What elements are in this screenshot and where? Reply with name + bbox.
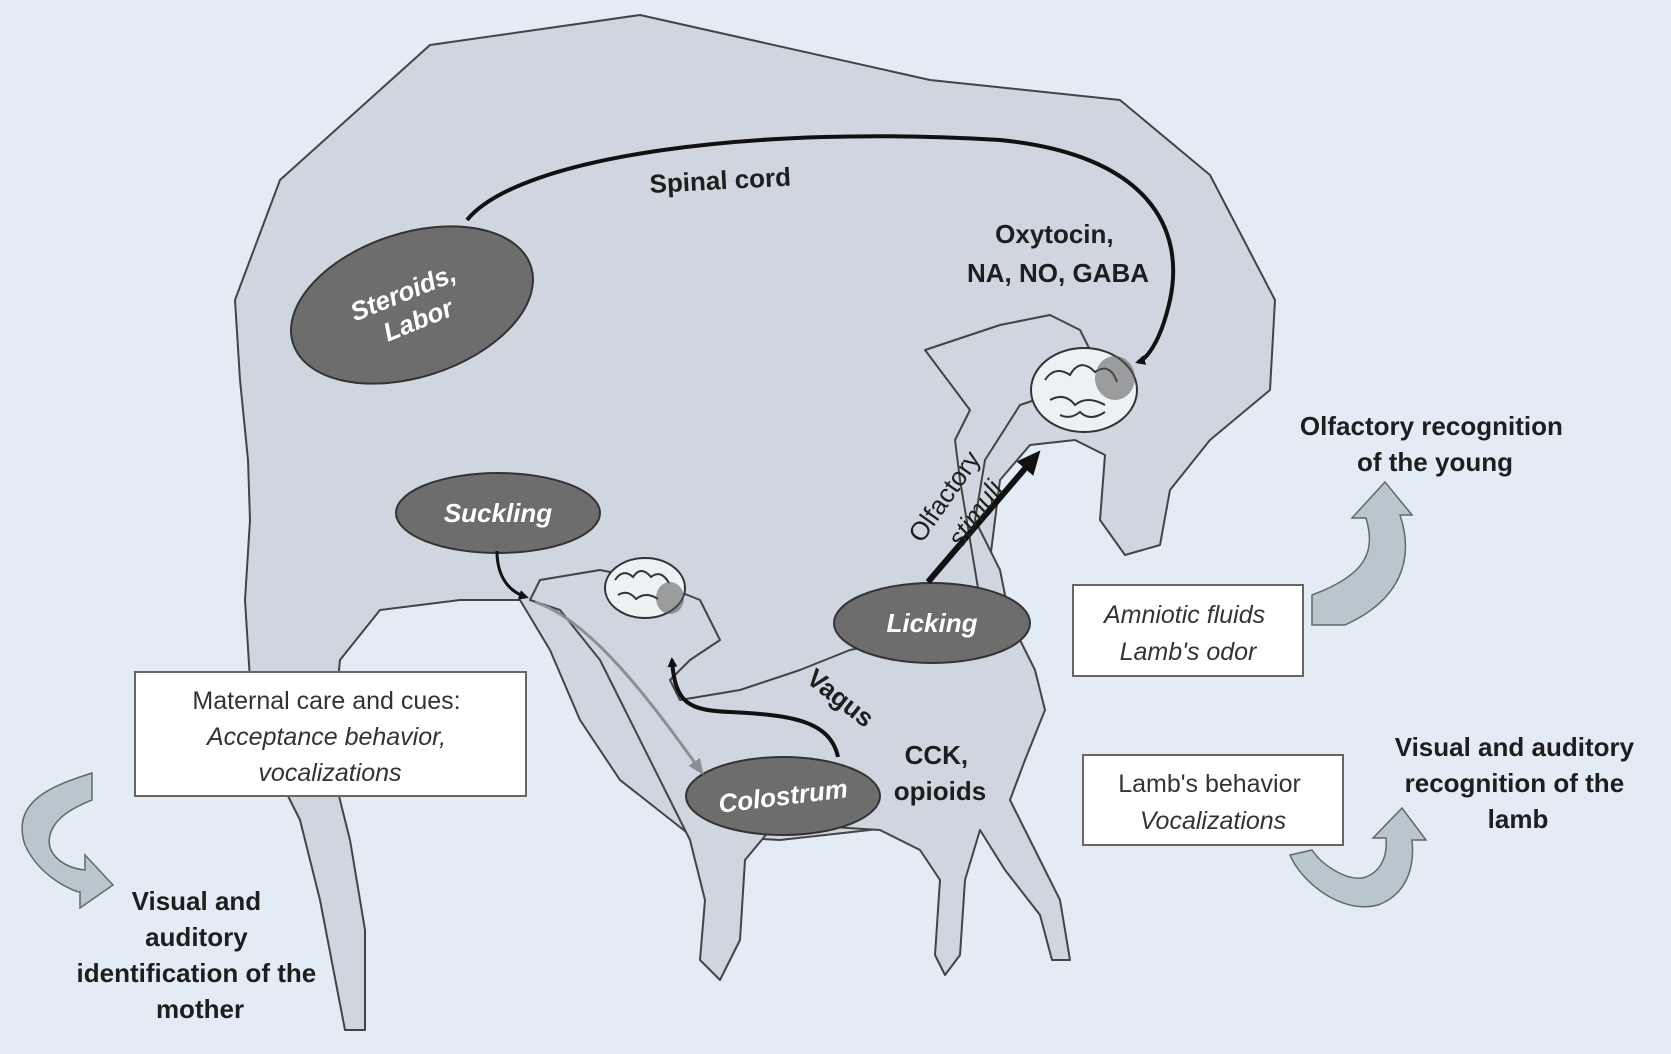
ewe-brain-icon <box>1031 348 1137 432</box>
visual-lamb-label: Visual and auditory recognition of the l… <box>1395 732 1642 834</box>
curved-arrow-mother <box>22 773 113 908</box>
suckling-label: Suckling <box>444 498 552 528</box>
curved-arrow-olfactory <box>1312 482 1412 625</box>
licking-label: Licking <box>886 608 977 638</box>
lamb-brain-icon <box>605 558 685 618</box>
visual-mother-label: Visual and auditory identification of th… <box>77 886 324 1024</box>
olfactory-recognition-label: Olfactory recognition of the young <box>1300 411 1570 477</box>
